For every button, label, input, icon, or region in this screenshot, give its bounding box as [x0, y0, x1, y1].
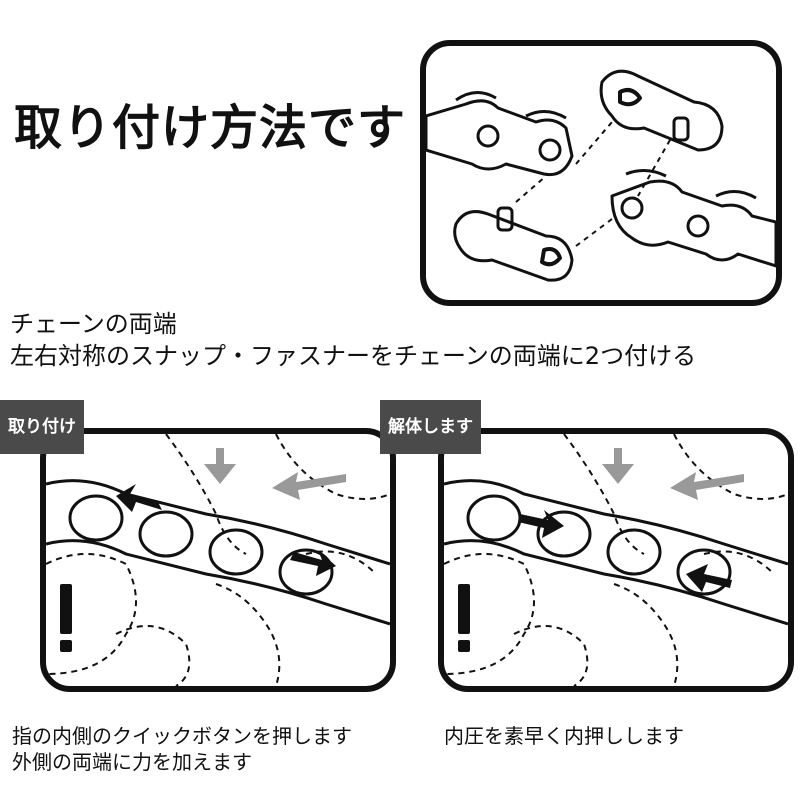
page-title: 取り付け方法です: [14, 100, 407, 156]
chain-link-illustration: [420, 40, 782, 306]
intro-line-1: チェーンの両端: [10, 310, 177, 338]
intro-line-2: 左右対称のスナップ・ファスナーをチェーンの両端に2つ付ける: [10, 342, 697, 370]
install-caption-line-2: 外側の両端に力を加えます: [12, 750, 252, 774]
install-tag: 取り付け: [0, 400, 84, 454]
remove-tag: 解体します: [380, 400, 481, 454]
install-caption-line-1: 指の内側のクイックボタンを押します: [12, 724, 352, 748]
gray-arrows: [602, 448, 744, 500]
chain-diagram: [426, 69, 776, 282]
remove-illustration: [438, 428, 794, 692]
push-arrows: [518, 510, 732, 592]
push-arrows: [116, 484, 336, 576]
remove-caption-line-1: 内圧を素早く内押しします: [444, 724, 684, 748]
remove-hands-diagram: [444, 434, 788, 686]
install-illustration: [40, 428, 396, 692]
install-hands-diagram: [46, 434, 390, 686]
gray-arrows: [204, 448, 346, 500]
warning-mark: [60, 584, 72, 652]
warning-mark: [458, 584, 470, 652]
